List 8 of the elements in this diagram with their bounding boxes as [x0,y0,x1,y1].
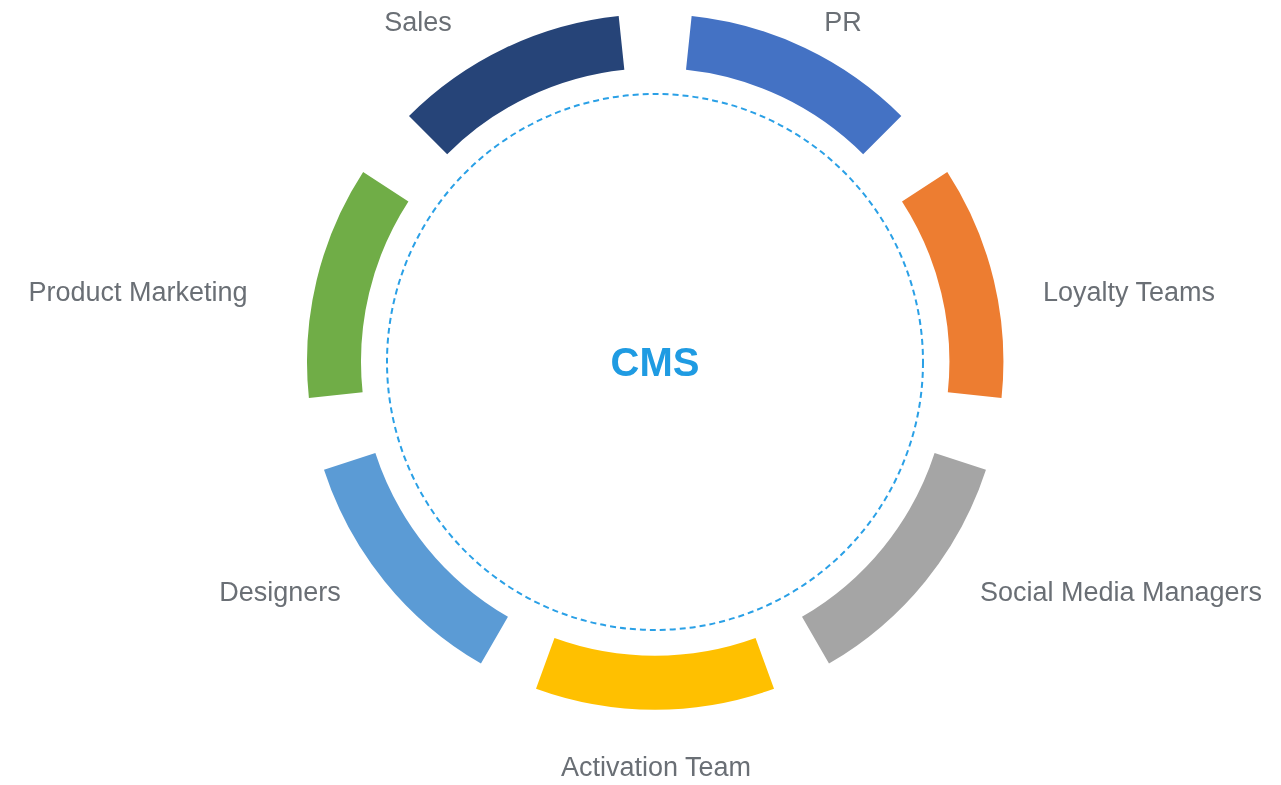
segment-label: Loyalty Teams [1042,275,1216,309]
segment-label: Product Marketing [28,275,248,309]
segment-label: Sales [384,5,452,39]
segment-label: Social Media Managers [979,575,1263,609]
segment-label: Designers [219,575,341,609]
segment-label: PR [824,5,862,39]
segment-label: Activation Team [560,750,752,784]
hub-label: CMS [610,339,700,386]
